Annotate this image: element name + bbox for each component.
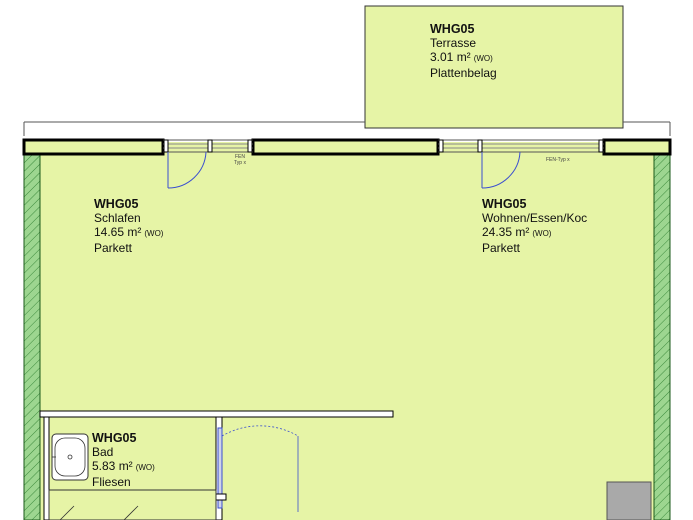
room-label-bad: WHG05 Bad 5.83 m²(WO) Fliesen [92,431,155,489]
room-area-suffix: (WO) [532,229,552,238]
room-name: Bad [92,445,114,459]
room-finish: Plattenbelag [430,66,497,80]
room-code: WHG05 [92,431,137,445]
window-tag-line1: FEN [234,154,245,160]
room-area: 3.01 m² [430,50,471,64]
room-area: 5.83 m² [92,459,133,473]
bathroom-inner-wall [43,416,50,520]
right-insulation-wall [653,151,671,520]
kitchen-fixture [606,481,652,520]
room-finish: Parkett [482,241,521,255]
room-area-suffix: (WO) [144,229,164,238]
room-code: WHG05 [430,22,475,36]
room-area: 24.35 m² [482,225,530,239]
room-code: WHG05 [94,197,139,211]
left-insulation-wall [23,151,41,520]
bathroom-top-wall [39,410,394,418]
room-area: 14.65 m² [94,225,142,239]
main-floor [24,142,670,520]
top-wall-segment [602,138,672,156]
room-label-wohnen: WHG05 Wohnen/Essen/Koc 24.35 m²(WO) Park… [482,197,587,255]
top-wall-segment [22,138,165,156]
room-area-suffix: (WO) [473,54,493,63]
window-tag: FEN-Typ x [546,157,570,163]
room-finish: Fliesen [92,475,131,489]
room-finish: Parkett [94,241,133,255]
room-name: Terrasse [430,36,477,50]
sink-fixture [51,433,89,481]
bathroom-door [215,425,299,512]
room-label-terrasse: WHG05 Terrasse 3.01 m²(WO) Plattenbelag [430,22,497,80]
window-left [163,139,253,189]
terrace-floor [364,5,624,129]
room-area-suffix: (WO) [135,463,155,472]
window-tag: FEN Typ x [234,154,246,166]
window-tag-line2: Typ x [234,160,246,166]
window-tag-line1: FEN-Typ x [546,157,570,163]
room-label-schlafen: WHG05 Schlafen 14.65 m²(WO) Parkett [94,197,163,255]
shower-area [48,489,217,520]
room-name: Schlafen [94,211,141,225]
room-code: WHG05 [482,197,527,211]
top-wall-segment [251,138,440,156]
window-right [438,139,604,189]
room-name: Wohnen/Essen/Koc [482,211,588,225]
